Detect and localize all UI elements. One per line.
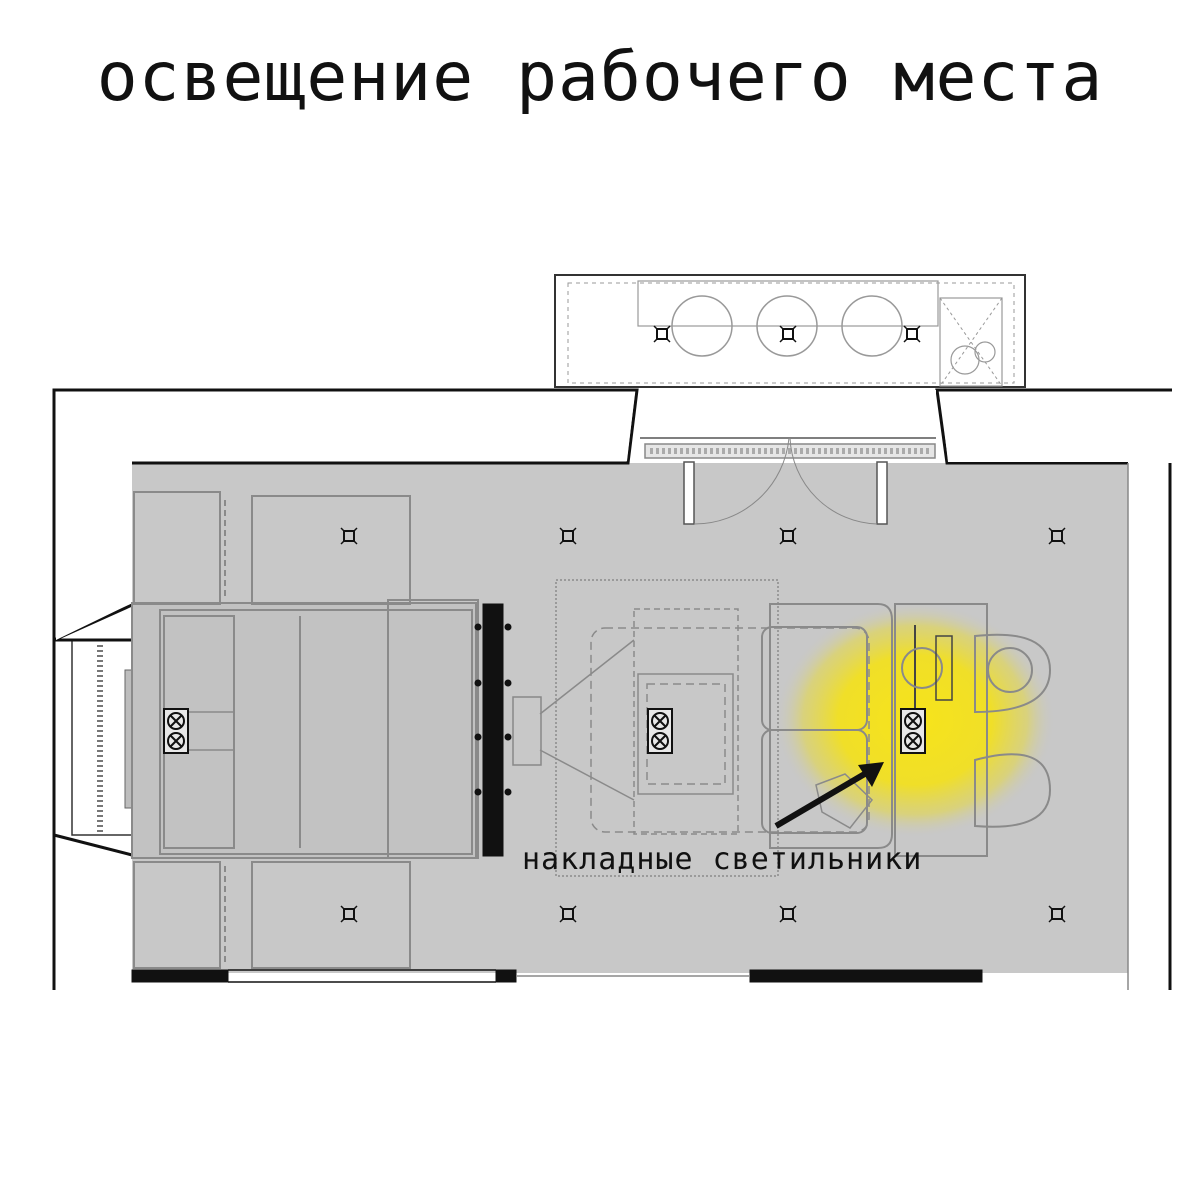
downlight-icon (779, 325, 797, 343)
downlight-icon (653, 325, 671, 343)
downlight-icon (903, 325, 921, 343)
page-title: освещение рабочего места (96, 38, 1104, 117)
balcony-doors (640, 437, 936, 525)
callout-arrow (774, 762, 884, 829)
surface-light-fixture-icon (163, 708, 189, 754)
balcony (554, 274, 1026, 388)
walls (52, 388, 1172, 990)
tv-wall (474, 603, 542, 857)
workspace (894, 603, 1052, 857)
bed (131, 599, 479, 859)
window-niche (71, 639, 133, 836)
wardrobes (133, 491, 411, 969)
callout-label: накладные светильники (522, 842, 923, 877)
surface-light-fixture-icon (900, 708, 926, 754)
surface-light-fixture-icon (647, 708, 673, 754)
bottom-wall (131, 969, 983, 983)
sofa (761, 603, 893, 849)
